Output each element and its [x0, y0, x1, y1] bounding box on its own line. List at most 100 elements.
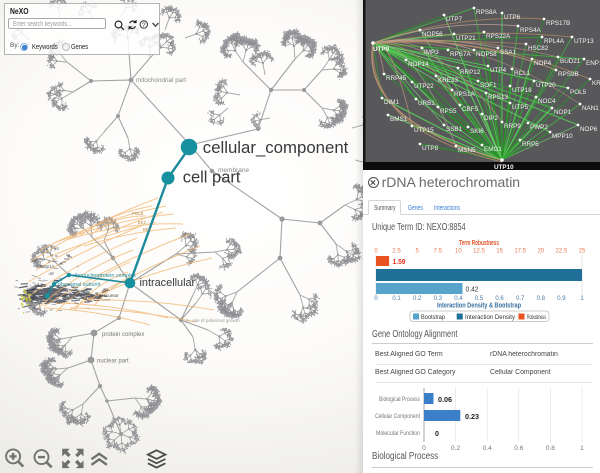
svg-text:Term Robustness: Term Robustness [459, 240, 499, 247]
svg-text:RRP5: RRP5 [522, 141, 539, 148]
svg-text:EMG1: EMG1 [484, 146, 502, 153]
svg-text:RRP12: RRP12 [460, 69, 481, 76]
svg-text:0: 0 [435, 431, 439, 438]
svg-text:KRE1: KRE1 [592, 80, 600, 87]
svg-text:0.8: 0.8 [537, 296, 546, 302]
svg-text:membrane: membrane [218, 167, 249, 174]
svg-text:DIP2: DIP2 [484, 115, 498, 122]
svg-text:RRP9: RRP9 [504, 123, 521, 130]
svg-text:BF5: BF5 [143, 227, 151, 232]
svg-text:0.3: 0.3 [434, 296, 443, 302]
svg-text:RPS9B: RPS9B [558, 71, 579, 78]
svg-text:0: 0 [374, 296, 378, 302]
svg-text:0.6: 0.6 [514, 445, 523, 452]
svg-text:1: 1 [580, 296, 584, 302]
svg-text:0.7: 0.7 [516, 296, 525, 302]
svg-text:cellular_component: cellular_component [203, 138, 349, 157]
svg-text:Biological Process: Biological Process [379, 396, 421, 403]
svg-text:Bootstrap: Bootstrap [421, 314, 445, 321]
svg-text:IMP3: IMP3 [424, 49, 439, 56]
svg-text:BMS1: BMS1 [390, 116, 408, 123]
svg-text:20: 20 [537, 249, 544, 255]
svg-text:EK2: EK2 [138, 220, 147, 225]
svg-text:17.5: 17.5 [514, 249, 526, 255]
svg-text:Cellular Component: Cellular Component [375, 413, 420, 420]
svg-text:ribonucleoprotein complex: ribonucleoprotein complex [73, 273, 136, 279]
svg-text:0: 0 [374, 249, 378, 255]
svg-text:UTP20: UTP20 [536, 82, 556, 89]
svg-text:cell part: cell part [183, 168, 241, 186]
svg-text:0.4: 0.4 [454, 296, 463, 302]
svg-text:DIM1: DIM1 [384, 99, 400, 106]
svg-text:NOP58: NOP58 [476, 51, 497, 58]
svg-text:UTP5: UTP5 [512, 104, 529, 111]
svg-text:NOP4: NOP4 [534, 60, 552, 67]
svg-text:RPL4A: RPL4A [544, 38, 565, 45]
svg-text:POL5: POL5 [570, 89, 587, 96]
svg-text:RPS13: RPS13 [488, 94, 508, 101]
svg-text:25: 25 [579, 249, 586, 255]
svg-text:0.5: 0.5 [475, 296, 484, 302]
svg-text:URB1: URB1 [418, 100, 435, 107]
svg-text:Molecular Function: Molecular Function [376, 430, 420, 437]
svg-text:SOF1: SOF1 [480, 82, 497, 89]
svg-text:NOP56: NOP56 [422, 31, 443, 38]
svg-text:Interaction Density & Bootstra: Interaction Density & Bootstrap [437, 303, 521, 310]
svg-text:PWP2: PWP2 [530, 124, 548, 131]
svg-text:NOC4: NOC4 [538, 98, 556, 105]
svg-text:NOP14: NOP14 [408, 61, 429, 68]
svg-text:RPS1A: RPS1A [40, 264, 54, 269]
svg-text:MPP10: MPP10 [552, 133, 573, 140]
svg-text:SKI6: SKI6 [470, 128, 484, 135]
svg-text:0.2: 0.2 [451, 445, 460, 452]
svg-text:RPS8A: RPS8A [476, 9, 497, 16]
svg-text:5: 5 [416, 249, 420, 255]
svg-text:RPS7A: RPS7A [450, 51, 471, 58]
svg-text:NOP6: NOP6 [580, 126, 598, 133]
svg-text:15: 15 [496, 249, 503, 255]
svg-text:RPS4A: RPS4A [520, 27, 541, 34]
svg-text:22.5: 22.5 [556, 249, 568, 255]
svg-text:UTP21: UTP21 [456, 35, 476, 42]
svg-text:7.5: 7.5 [434, 249, 443, 255]
svg-text:mitochondrial part: mitochondrial part [136, 77, 186, 84]
svg-text:ENP1: ENP1 [586, 60, 600, 67]
svg-text:SSA1: SSA1 [500, 49, 517, 56]
svg-text:UTP8: UTP8 [422, 145, 439, 152]
svg-text:ribosomal subunit precursor: ribosomal subunit precursor [62, 293, 119, 298]
svg-text:UTP6: UTP6 [504, 14, 521, 21]
svg-text:NOP1: NOP1 [554, 109, 572, 116]
svg-text:UTP10: UTP10 [494, 164, 514, 170]
svg-text:Robustness: Robustness [527, 314, 546, 321]
svg-text:12.5: 12.5 [473, 249, 485, 255]
svg-text:intracellular: intracellular [140, 277, 196, 289]
svg-text:10: 10 [455, 249, 462, 255]
svg-text:RCL1: RCL1 [514, 70, 531, 77]
svg-text:Interaction Density: Interaction Density [465, 314, 516, 321]
svg-text:HSC82: HSC82 [528, 45, 549, 52]
svg-text:NAN1: NAN1 [582, 105, 599, 112]
svg-text:CBF5: CBF5 [462, 106, 479, 113]
svg-text:RPS1A: RPS1A [454, 91, 475, 98]
svg-text:SSB1: SSB1 [446, 126, 463, 133]
svg-text:RPS17B: RPS17B [546, 20, 570, 27]
svg-text:protein complex: protein complex [102, 332, 144, 338]
svg-text:KRE33: KRE33 [438, 77, 458, 84]
svg-text:0.6: 0.6 [495, 296, 504, 302]
svg-text:UTP18: UTP18 [512, 87, 532, 94]
svg-text:0: 0 [422, 445, 426, 452]
svg-text:0.23: 0.23 [465, 414, 479, 421]
svg-text:0.4: 0.4 [483, 445, 492, 452]
svg-text:1: 1 [580, 445, 584, 452]
svg-text:1.59: 1.59 [393, 259, 406, 266]
svg-text:p...site of polarized growth: p...site of polarized growth [186, 318, 240, 323]
svg-text:MSN5: MSN5 [458, 147, 476, 154]
svg-text:POL5: POL5 [132, 211, 144, 216]
svg-text:UTP4: UTP4 [490, 67, 507, 74]
svg-text:BUD21: BUD21 [560, 58, 581, 65]
svg-text:0.1: 0.1 [392, 296, 401, 302]
svg-text:0.42: 0.42 [466, 287, 479, 294]
svg-text:RPS5: RPS5 [440, 108, 457, 115]
svg-text:RPS22A: RPS22A [486, 33, 511, 40]
svg-text:0.2: 0.2 [413, 296, 422, 302]
